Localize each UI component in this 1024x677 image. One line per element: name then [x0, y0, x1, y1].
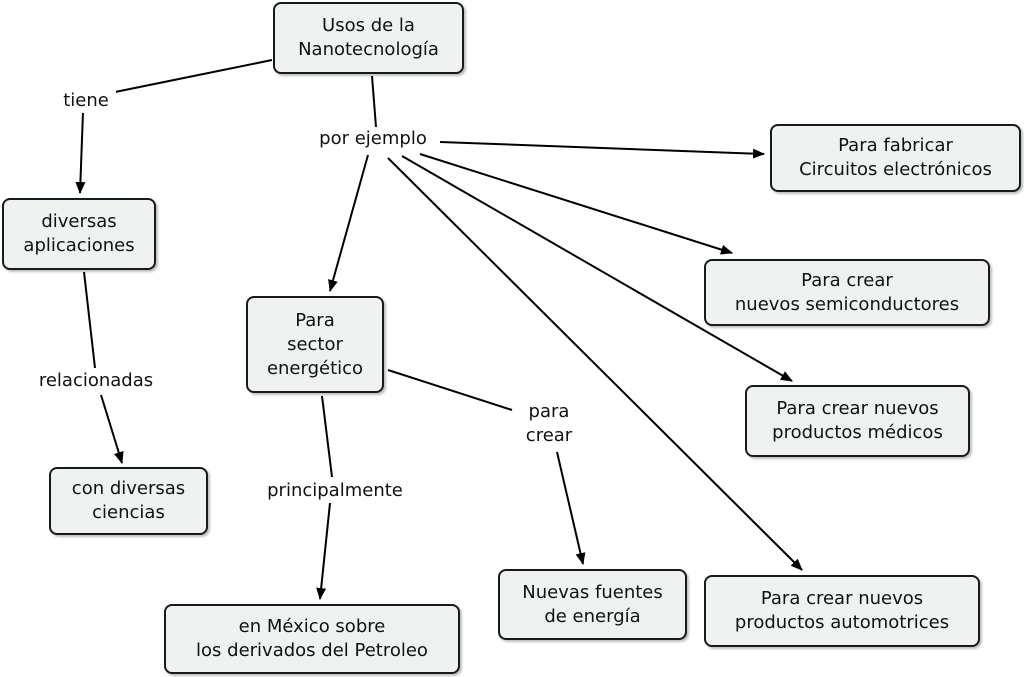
- concept-text: Circuitos electrónicos: [799, 159, 992, 180]
- edge-porejemplo-circuitos: [439, 141, 765, 159]
- link-label-relacionadas: relacionadas: [28, 369, 164, 393]
- edge-sector-paracrear: [387, 369, 513, 411]
- link-label-por-ejemplo: por ejemplo: [308, 127, 438, 151]
- concept-diversas-aplicaciones: diversas aplicaciones: [2, 198, 156, 270]
- concept-text: Nanotecnología: [298, 39, 439, 60]
- concept-text: con diversas: [71, 478, 186, 499]
- concept-productos-automotrices: Para crear nuevos productos automotrices: [704, 575, 980, 647]
- concept-text: Para fabricar: [838, 135, 953, 156]
- link-text: por ejemplo: [319, 128, 427, 149]
- concept-text: diversas: [41, 211, 117, 232]
- concept-text: sector: [287, 333, 343, 355]
- concept-text: Para: [295, 309, 335, 331]
- concept-productos-medicos: Para crear nuevos productos médicos: [745, 385, 970, 457]
- concept-text: Para crear nuevos: [760, 588, 924, 609]
- link-text: crear: [525, 425, 573, 446]
- edge-porejemplo-automotrices: [387, 157, 803, 571]
- edge-principalmente-mexico: [316, 502, 331, 600]
- concept-text: en México sobre: [238, 616, 386, 637]
- link-label-para-crear: para crear: [514, 400, 584, 448]
- concept-nuevos-semiconductores: Para crear nuevos semiconductores: [704, 259, 990, 326]
- link-text: para: [528, 401, 570, 422]
- concept-text: Nuevas fuentes: [522, 581, 663, 603]
- concept-text: productos automotrices: [734, 612, 950, 633]
- concept-usos-nanotecnologia: Usos de la Nanotecnología: [273, 2, 464, 74]
- concept-text: aplicaciones: [23, 235, 135, 256]
- link-label-tiene: tiene: [56, 89, 116, 113]
- concept-text: Para crear: [801, 269, 893, 291]
- concept-nuevas-fuentes-energia: Nuevas fuentes de energía: [498, 569, 687, 640]
- concept-text: los derivados del Petroleo: [196, 640, 428, 661]
- concept-con-diversas-ciencias: con diversas ciencias: [49, 467, 208, 535]
- edge-porejemplo-sector: [328, 154, 369, 292]
- edge-porejemplo-medicos: [401, 155, 793, 382]
- edge-paracrear-fuentes: [556, 451, 586, 565]
- link-text: relacionadas: [38, 370, 154, 391]
- edge-root-tiene: [114, 59, 273, 93]
- concept-text: Para crear nuevos: [776, 398, 939, 419]
- concept-text: productos médicos: [772, 422, 943, 443]
- edge-relacionadas-ciencias: [100, 394, 124, 464]
- concept-sector-energetico: Para sector energético: [246, 296, 384, 393]
- concept-text: energético: [266, 357, 364, 379]
- link-text: principalmente: [267, 480, 403, 501]
- edge-diversas-relacionadas: [83, 271, 96, 369]
- edge-tiene-diversas: [75, 111, 86, 194]
- link-label-principalmente: principalmente: [254, 479, 416, 503]
- edge-sector-principalmente: [321, 395, 333, 478]
- concept-text: nuevos semiconductores: [734, 293, 960, 315]
- concept-text: de energía: [544, 605, 641, 627]
- concept-text: ciencias: [92, 502, 165, 523]
- concept-circuitos-electronicos: Para fabricar Circuitos electrónicos: [770, 124, 1021, 192]
- link-text: tiene: [63, 90, 109, 111]
- edge-porejemplo-semicon: [419, 153, 733, 255]
- edge-root-porejemplo: [371, 75, 377, 128]
- concept-mexico-petroleo: en México sobre los derivados del Petrol…: [164, 604, 460, 674]
- concept-text: Usos de la: [322, 15, 415, 36]
